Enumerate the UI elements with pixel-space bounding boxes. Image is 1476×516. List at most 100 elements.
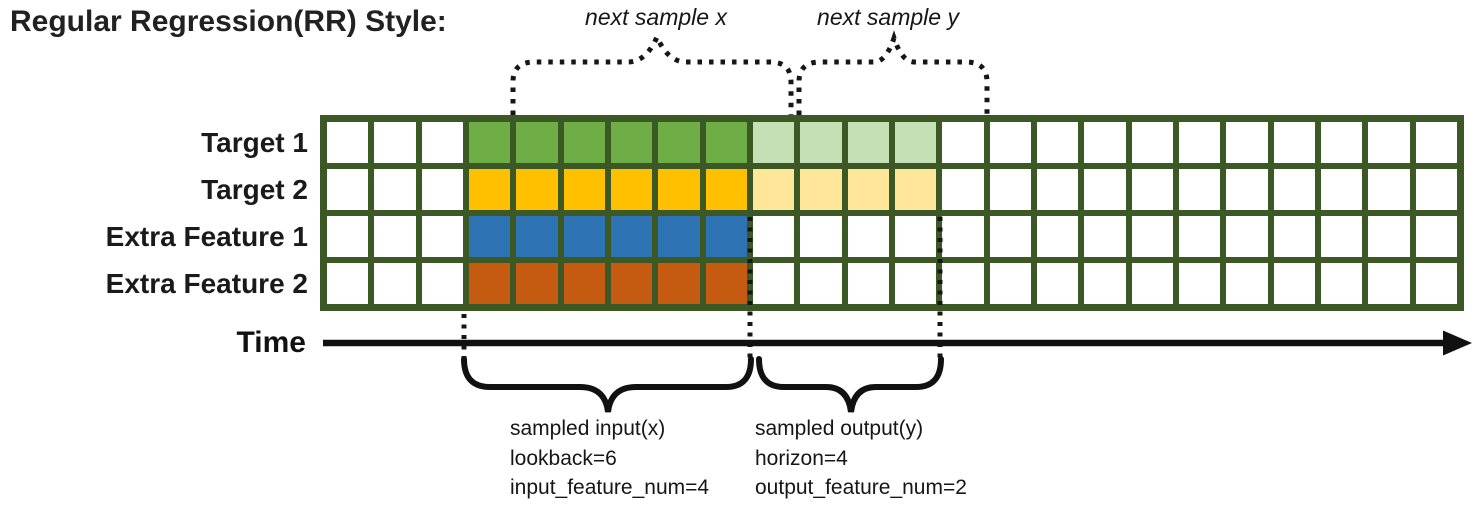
sampled-output-brace [756,356,944,413]
grid-cell [1084,169,1126,210]
input-feature-num-value: input_feature_num=4 [510,476,710,499]
grid-cell [752,122,795,163]
grid-cell [374,122,416,163]
grid-cell [327,122,369,163]
grid-cell [705,122,747,163]
grid-cell [942,263,984,304]
grid-cell [421,122,463,163]
grid-cell [1368,122,1410,163]
grid-cell [421,263,463,304]
grid-cell [610,216,653,257]
row-label: Extra Feature 2 [105,267,308,299]
grid-cell [989,216,1031,257]
grid-cell [1226,169,1268,210]
grid-cell [894,216,937,257]
row-label: Target 1 [201,126,308,158]
grid-cell [1273,216,1315,257]
grid-cell [468,263,511,304]
grid-cell [1226,216,1268,257]
grid-cell [658,263,700,304]
time-axis-label: Time [236,326,306,359]
grid-cell [894,169,937,210]
grid-cell [563,122,605,163]
grid-cell [1273,169,1315,210]
grid-cell [610,122,653,163]
grid-cell [705,263,747,304]
grid-cell [894,122,937,163]
grid-cell [1320,263,1363,304]
grid-cell [1084,122,1126,163]
diagram-title: Regular Regression(RR) Style: [10,5,447,38]
grid-cell [847,216,889,257]
grid-cell [1178,263,1221,304]
grid-cell [1273,122,1315,163]
row-label: Extra Feature 1 [105,220,308,252]
sampled-input-title: sampled input(x) [510,417,666,440]
grid-cell [752,169,795,210]
grid-cell [847,263,889,304]
grid-cell [989,263,1031,304]
grid-cell [1131,216,1173,257]
grid-cell [1226,263,1268,304]
grid-cell [1131,263,1173,304]
row-labels: Target 1 Target 2 Extra Feature 1 Extra Fea… [0,115,308,311]
grid-cell [1368,169,1410,210]
next-sample-y-label: next sample y [817,4,959,30]
grid-cell [374,216,416,257]
time-axis-arrowhead [1443,330,1472,356]
grid-cell [374,169,416,210]
grid-cell [800,216,842,257]
grid-cell [942,122,984,163]
grid-cell [989,122,1031,163]
grid-cell [563,263,605,304]
grid-cell [374,263,416,304]
grid-cell [1178,122,1221,163]
sampled-input-brace [461,356,754,413]
sampled-input-note: sampled input(x) lookback=6 input_featur… [510,414,709,503]
grid-cell [327,169,369,210]
grid-cell [610,169,653,210]
grid-cell [468,216,511,257]
grid-cell [1415,263,1457,304]
grid-cell [942,216,984,257]
grid-cell [468,122,511,163]
grid-cell [658,169,700,210]
grid-cell [1368,216,1410,257]
grid-cell [1368,263,1410,304]
grid-cell [800,122,842,163]
grid-cell [1036,216,1079,257]
grid-cell [1320,122,1363,163]
lookback-value: lookback=6 [510,446,617,470]
grid-cell [563,169,605,210]
grid-cell [1415,169,1457,210]
grid-cell [1226,122,1268,163]
grid-cell [468,169,511,210]
grid-cell [1320,216,1363,257]
grid-cell [705,216,747,257]
grid-cell [1084,216,1126,257]
horizon-value: horizon=4 [755,446,848,470]
grid-cell [1131,169,1173,210]
grid-cell [421,216,463,257]
grid-cell [705,169,747,210]
grid-cell [847,169,889,210]
grid-cell [327,216,369,257]
grid-cell [658,122,700,163]
grid-cell [1320,169,1363,210]
grid-cell [516,216,558,257]
grid-cell [1036,263,1079,304]
next-sample-y-brace [796,30,990,115]
next-sample-x-label: next sample x [585,4,727,30]
next-sample-x-brace [510,30,794,115]
grid-cell [752,216,795,257]
grid-cell [516,122,558,163]
grid-cell [1273,263,1315,304]
grid-cell [516,263,558,304]
grid-cell [800,263,842,304]
row-label: Target 2 [201,173,308,205]
grid-cell [327,263,369,304]
grid-cell [1178,216,1221,257]
sampled-output-title: sampled output(y) [755,417,924,440]
grid-cell [942,169,984,210]
